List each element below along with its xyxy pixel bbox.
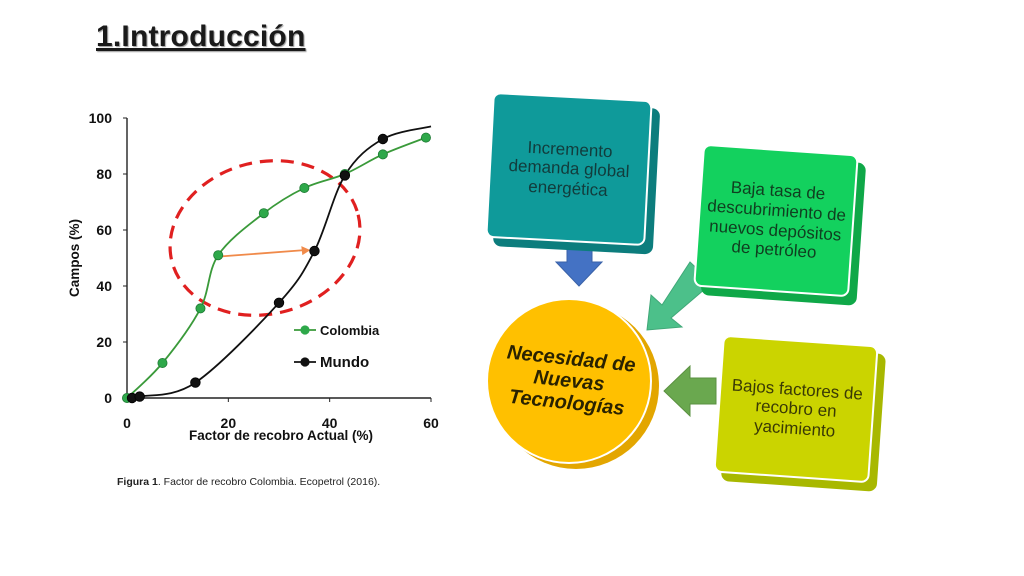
- point-mundo: [190, 377, 201, 388]
- shift-arrow-head: [301, 246, 311, 256]
- y-tick-label: 100: [89, 110, 113, 126]
- point-colombia: [377, 149, 388, 160]
- point-mundo: [377, 133, 389, 145]
- center-circle: Necesidad de Nuevas Tecnologías: [486, 298, 659, 469]
- y-tick-label: 60: [96, 222, 112, 238]
- y-tick-label: 0: [104, 390, 112, 406]
- x-axis-label: Factor de recobro Actual (%): [189, 428, 373, 443]
- x-tick-label: 0: [123, 415, 131, 431]
- arrow-left-icon: [663, 364, 717, 418]
- caption-label: Figura 1: [117, 476, 158, 488]
- series-line-mundo: [131, 125, 432, 400]
- point-colombia: [420, 132, 431, 143]
- x-tick-label: 20: [221, 415, 237, 431]
- legend-label-colombia: Colombia: [320, 323, 380, 338]
- chart-points: [122, 132, 431, 404]
- point-colombia: [213, 250, 224, 261]
- highlight-ellipse-layer: [168, 159, 362, 317]
- point-colombia: [195, 303, 206, 314]
- recovery-box-text: Bajos factores de recobro en yacimiento: [731, 375, 864, 441]
- y-axis-label: Campos (%): [67, 219, 82, 297]
- discovery-box: Baja tasa de descubrimiento de nuevos de…: [693, 143, 867, 306]
- point-colombia: [258, 208, 269, 219]
- demand-box-text: Incremento demanda global energética: [508, 137, 630, 200]
- y-tick-label: 40: [96, 278, 112, 294]
- center-circle-text: Necesidad de Nuevas Tecnologías: [506, 341, 637, 420]
- point-mundo: [134, 391, 145, 402]
- slide-title: 1.Introducción: [96, 20, 306, 53]
- y-tick-label: 80: [96, 166, 112, 182]
- figure-caption: Figura 1. Factor de recobro Colombia. Ec…: [117, 476, 380, 488]
- point-mundo: [273, 297, 285, 309]
- legend-label-mundo: Mundo: [320, 354, 369, 371]
- x-tick-label: 40: [322, 415, 338, 431]
- recovery-box: Bajos factores de recobro en yacimiento: [713, 334, 887, 492]
- y-tick-label: 20: [96, 334, 112, 350]
- x-tick-label: 60: [423, 415, 439, 431]
- demand-box: Incremento demanda global energética: [485, 91, 661, 255]
- caption-text: . Factor de recobro Colombia. Ecopetrol …: [157, 476, 381, 488]
- legend-marker-mundo: [300, 357, 310, 367]
- shift-arrow-line: [218, 249, 305, 258]
- legend-marker-colombia: [300, 325, 310, 335]
- point-colombia: [299, 182, 310, 193]
- center-circle-face: Necesidad de Nuevas Tecnologías: [486, 298, 652, 464]
- point-mundo: [339, 170, 351, 181]
- point-colombia: [157, 357, 168, 368]
- point-mundo: [309, 245, 320, 257]
- discovery-box-text: Baja tasa de descubrimiento de nuevos de…: [706, 178, 847, 262]
- highlight-ellipse: [168, 159, 362, 317]
